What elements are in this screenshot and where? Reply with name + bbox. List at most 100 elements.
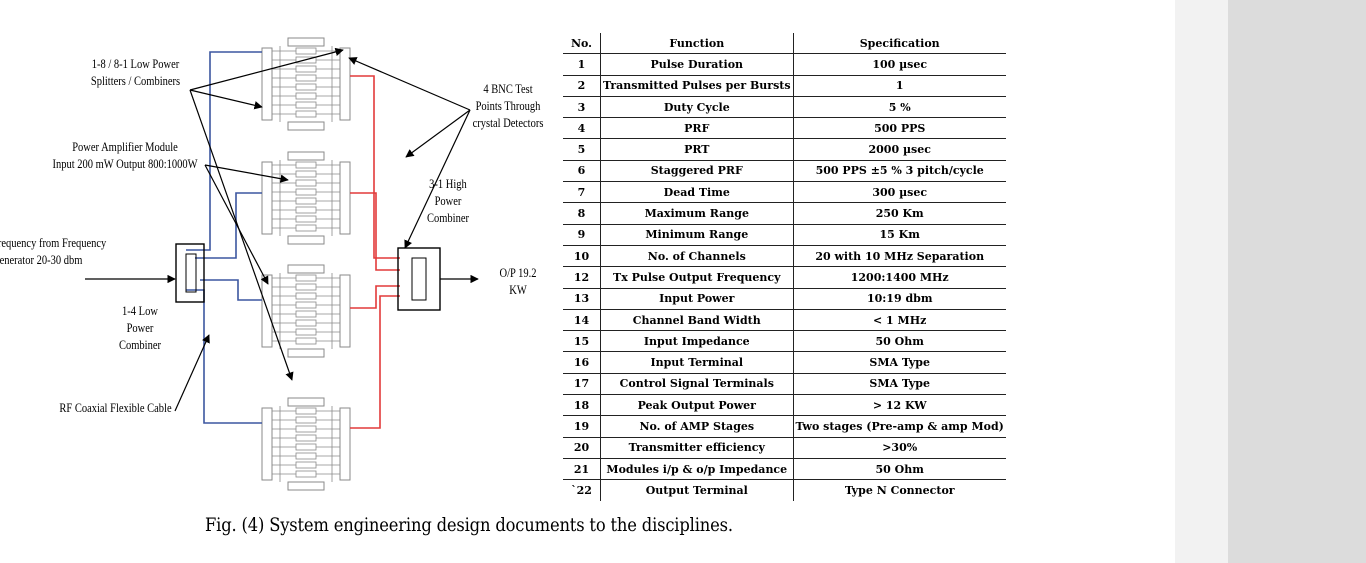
cell-no: `22	[563, 479, 601, 501]
cell-specification: 10:19 dbm	[793, 288, 1006, 310]
module-bottom-block	[287, 348, 325, 358]
cell-function: Pulse Duration	[600, 53, 794, 76]
module-bottom-block	[287, 481, 325, 491]
amplifier-stage	[295, 292, 317, 300]
amplifier-stage	[295, 283, 317, 291]
cell-no: 13	[563, 288, 601, 310]
amplifier-stage	[295, 425, 317, 433]
amplifier-stage	[295, 461, 317, 469]
cell-function: Peak Output Power	[600, 394, 794, 417]
label-pointer-arrows	[85, 47, 479, 412]
cell-no: 21	[563, 458, 601, 481]
amplifier-pointer-1	[204, 164, 289, 183]
cell-specification: Two stages (Pre-amp & amp Mod)	[793, 415, 1006, 438]
amplifier-stage	[295, 65, 317, 73]
input-line-module-1	[186, 51, 262, 251]
amplifier-stage	[295, 74, 317, 82]
module-splitter-bar	[261, 47, 273, 121]
amplifier-stage	[295, 47, 317, 55]
amplifier-stage	[295, 407, 317, 415]
cell-function: Control Signal Terminals	[600, 373, 794, 396]
amplifier-stage	[295, 83, 317, 91]
cell-function: Input Impedance	[600, 330, 794, 353]
output-line-module-3	[350, 285, 400, 309]
module-top-block	[287, 397, 325, 407]
power-amplifier-module	[261, 397, 351, 491]
amplifier-stage	[295, 224, 317, 232]
cell-no: 18	[563, 394, 601, 417]
cell-specification: SMA Type	[793, 351, 1006, 374]
header-no: No.	[563, 33, 601, 55]
viewer-background	[1228, 0, 1366, 563]
cell-no: 6	[563, 160, 601, 183]
amplifier-stage	[295, 416, 317, 424]
cell-function: Output Terminal	[600, 479, 794, 501]
amplifier-stage	[295, 101, 317, 109]
amplifier-stage	[295, 170, 317, 178]
cable-pointer	[174, 334, 210, 412]
cell-specification: >30%	[793, 437, 1006, 459]
cell-no: 7	[563, 181, 601, 204]
module-splitter-bar	[261, 407, 273, 481]
splitter-pointer-1	[189, 47, 344, 91]
cell-no: 9	[563, 224, 601, 246]
high-power-combiner-block	[397, 247, 441, 311]
cell-specification: > 12 KW	[793, 394, 1006, 417]
module-combiner-bar	[339, 274, 351, 348]
output-line-module-4	[350, 295, 400, 429]
block-diagram-drawing	[85, 37, 479, 491]
amplifier-stage	[295, 328, 317, 336]
cell-specification: 20 with 10 MHz Separation	[793, 245, 1006, 268]
cell-no: 14	[563, 309, 601, 332]
amplifier-stage	[295, 434, 317, 442]
amplifier-stage	[295, 188, 317, 196]
splitter-pointer-2	[189, 89, 263, 110]
amplifier-stage	[295, 274, 317, 282]
cell-no: 16	[563, 351, 601, 374]
module-splitter-bar	[261, 274, 273, 348]
amplifier-stage	[295, 206, 317, 214]
cell-no: 19	[563, 415, 601, 438]
cell-specification: < 1 MHz	[793, 309, 1006, 332]
cell-function: Transmitter efficiency	[600, 437, 794, 459]
cell-specification: 15 Km	[793, 224, 1006, 246]
cell-function: No. of AMP Stages	[600, 415, 794, 438]
amplifier-stage	[295, 179, 317, 187]
cell-no: 3	[563, 96, 601, 119]
viewer-margin	[1175, 0, 1228, 563]
cell-function: Modules i/p & o/p Impedance	[600, 458, 794, 481]
cell-specification: 100 µsec	[793, 53, 1006, 76]
module-top-block	[287, 37, 325, 47]
module-combiner-bar	[339, 161, 351, 235]
cell-no: 15	[563, 330, 601, 353]
module-top-block	[287, 151, 325, 161]
cell-specification: 500 PPS ±5 % 3 pitch/cycle	[793, 160, 1006, 183]
cell-function: Channel Band Width	[600, 309, 794, 332]
cell-function: PRF	[600, 117, 794, 140]
splitter-pointer-3	[189, 89, 294, 381]
cell-function: PRT	[600, 138, 794, 161]
cell-specification: SMA Type	[793, 373, 1006, 396]
output-line-module-1	[350, 75, 400, 259]
amplifier-stage	[295, 92, 317, 100]
cell-no: 4	[563, 117, 601, 140]
cell-function: Tx Pulse Output Frequency	[600, 266, 794, 289]
cell-no: 10	[563, 245, 601, 268]
input-line-module-4	[186, 289, 262, 424]
